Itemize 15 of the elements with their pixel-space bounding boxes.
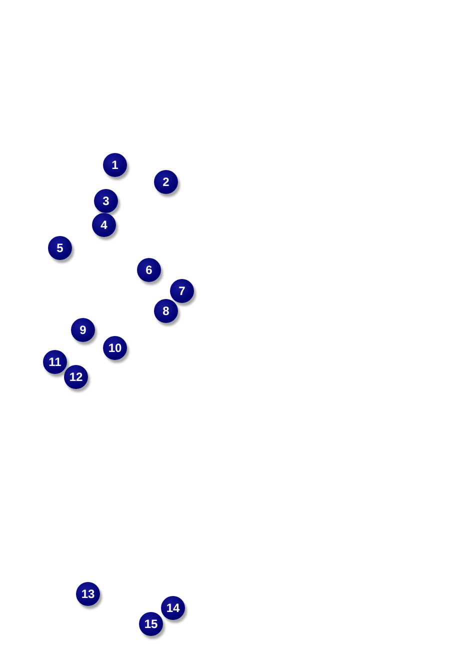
callout-number: 8 [154, 299, 178, 323]
callout-number: 11 [43, 350, 67, 374]
callout-number: 1 [103, 153, 127, 177]
callout-number: 15 [139, 612, 163, 636]
callout-number: 12 [64, 365, 88, 389]
callout-number: 5 [48, 236, 72, 260]
callout-number: 3 [94, 189, 118, 213]
callout-number: 4 [92, 213, 116, 237]
callout-number: 6 [137, 258, 161, 282]
callout-number: 2 [154, 170, 178, 194]
callout-number: 9 [71, 318, 95, 342]
callout-number: 13 [76, 582, 100, 606]
callout-number: 14 [161, 596, 185, 620]
callout-number: 10 [103, 336, 127, 360]
callout-number: 7 [170, 279, 194, 303]
